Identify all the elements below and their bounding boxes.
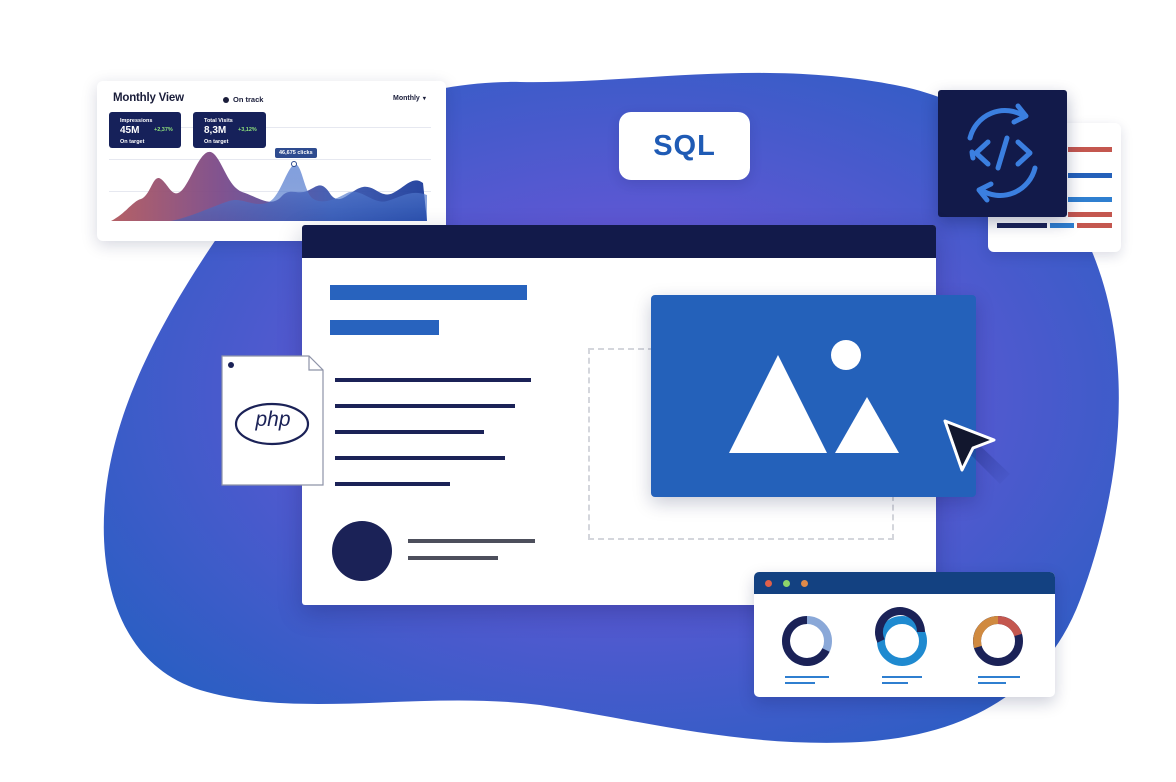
stat-delta: +2,37%	[154, 127, 173, 133]
code-lines	[997, 147, 1112, 228]
stat-label: Impressions	[120, 118, 153, 124]
text-line-placeholder	[335, 482, 450, 486]
text-line-placeholder	[335, 378, 531, 382]
chart-marker	[291, 161, 297, 167]
image-icon	[729, 340, 899, 453]
code-card	[938, 90, 1067, 217]
chart-tooltip: 46,675 clicks	[275, 148, 317, 158]
caption-line-placeholder	[408, 539, 535, 543]
status-label: On track	[233, 95, 264, 104]
stat-card-impressions: Impressions 45M +2,37% On target	[109, 112, 181, 148]
text-line-placeholder	[335, 430, 484, 434]
sql-badge: SQL	[619, 112, 750, 180]
status-indicator: On track	[223, 95, 263, 104]
status-dot-icon	[223, 97, 229, 104]
php-label: php	[255, 408, 291, 431]
browser-titlebar	[302, 225, 936, 258]
monthly-view-title: Monthly View	[113, 92, 184, 104]
code-sync-icon	[967, 103, 1038, 203]
chart-gridline	[109, 127, 431, 128]
chart-gridline	[109, 159, 431, 160]
donut-chart-3	[973, 616, 1023, 666]
donut-dashboard-window	[754, 572, 1055, 697]
subheading-placeholder	[330, 320, 439, 335]
window-close-dot[interactable]	[765, 580, 772, 587]
chart-gridline	[109, 191, 431, 192]
area-chart	[111, 151, 427, 221]
stat-value: 8,3M	[204, 125, 227, 136]
stat-delta: +3,12%	[238, 127, 257, 133]
chevron-down-icon: ▾	[422, 96, 426, 102]
donut-charts	[782, 607, 1023, 684]
window-maximize-dot[interactable]	[801, 580, 808, 587]
stat-label: Total Visits	[204, 118, 233, 124]
caption-line-placeholder	[408, 556, 498, 560]
stat-subtext: On target	[120, 139, 145, 145]
stat-card-total-visits: Total Visits 8,3M +3,12% On target	[193, 112, 266, 148]
window-minimize-dot[interactable]	[783, 580, 790, 587]
donut-chart-2	[875, 607, 927, 666]
period-dropdown-value: Monthly	[393, 95, 420, 102]
image-panel	[651, 295, 976, 497]
stat-value: 45M	[120, 125, 140, 136]
stat-subtext: On target	[204, 139, 229, 145]
php-file-icon	[221, 355, 324, 486]
cursor-icon	[943, 419, 1010, 484]
monthly-view-card: Monthly View On track Monthly▾	[97, 81, 446, 241]
heading-placeholder	[330, 285, 527, 300]
text-line-placeholder	[335, 404, 515, 408]
avatar	[332, 521, 392, 581]
donut-chart-1	[782, 616, 832, 666]
window-titlebar	[754, 572, 1055, 594]
area-series-2	[171, 164, 427, 221]
period-dropdown[interactable]: Monthly▾	[393, 95, 426, 102]
text-line-placeholder	[335, 456, 505, 460]
